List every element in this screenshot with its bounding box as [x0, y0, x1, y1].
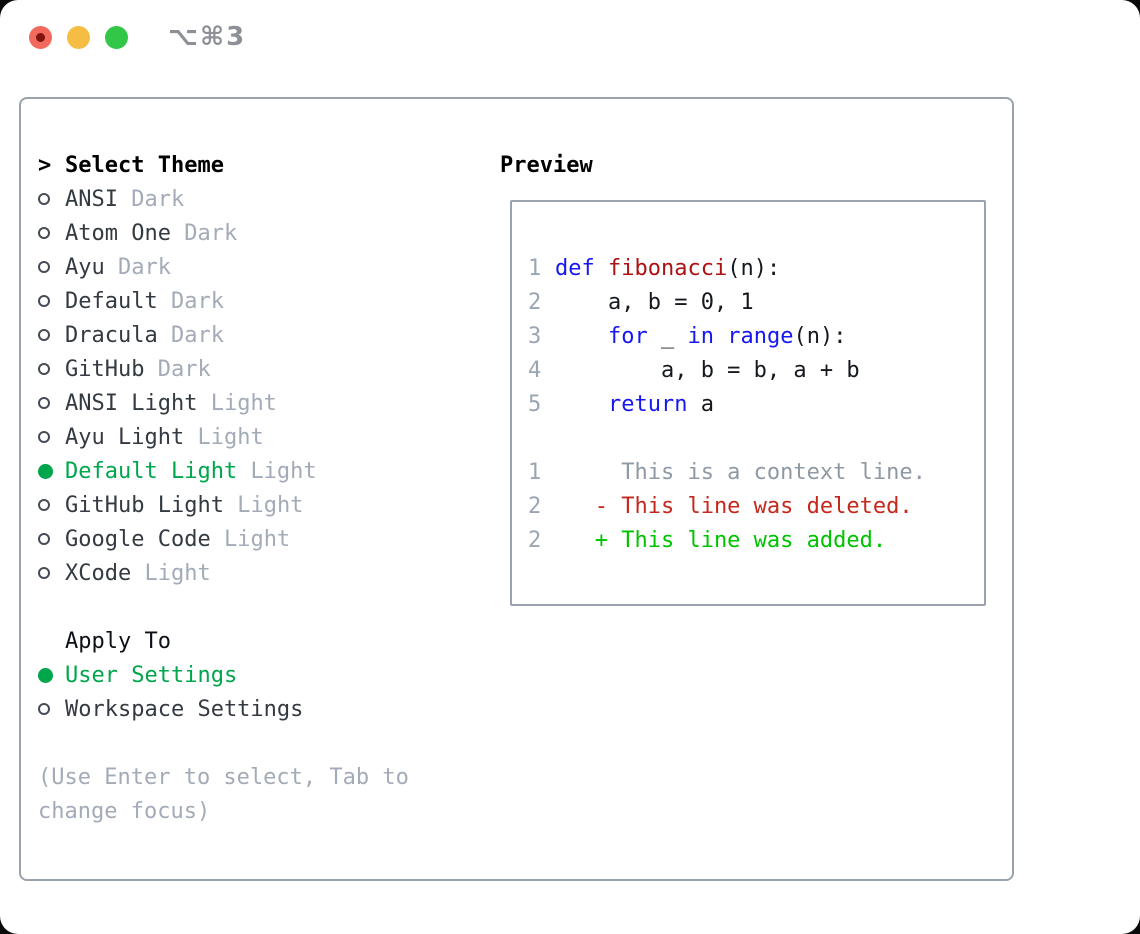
zoom-button[interactable] — [105, 26, 128, 49]
line-number: 5 — [528, 391, 542, 417]
radio-unselected-icon — [38, 703, 65, 715]
diff-context-line: 1 This is a context line. — [528, 459, 926, 485]
radio-unselected-icon — [38, 397, 65, 409]
apply-option-user-settings[interactable]: User Settings — [38, 658, 409, 692]
radio-unselected-icon — [38, 431, 65, 443]
diff-added-line: 2 + This line was added. — [528, 527, 887, 553]
radio-unselected-icon — [38, 363, 65, 375]
code-line: 3 for _ in range(n): — [528, 323, 847, 349]
window-shortcut-label: ⌥⌘3 — [168, 22, 247, 52]
selection-prompt-icon: > — [38, 152, 52, 178]
line-number: 2 — [528, 289, 542, 315]
radio-unselected-icon — [38, 499, 65, 511]
radio-unselected-icon — [38, 261, 65, 273]
theme-list: > Select Theme ANSI Dark Atom One Dark Ay… — [38, 148, 409, 828]
radio-unselected-icon — [38, 567, 65, 579]
line-number: 1 — [528, 459, 542, 485]
radio-unselected-icon — [38, 295, 65, 307]
theme-option-ansi-dark[interactable]: ANSI Dark — [38, 182, 409, 216]
apply-option-workspace-settings[interactable]: Workspace Settings — [38, 692, 409, 726]
theme-option-default-dark[interactable]: Default Dark — [38, 284, 409, 318]
line-number: 4 — [528, 357, 542, 383]
preview-heading: Preview — [500, 152, 593, 178]
theme-option-ansi-light[interactable]: ANSI Light Light — [38, 386, 409, 420]
theme-dialog-panel: > Select Theme ANSI Dark Atom One Dark Ay… — [19, 97, 1014, 881]
theme-option-github-light[interactable]: GitHub Light Light — [38, 488, 409, 522]
minimize-button[interactable] — [67, 26, 90, 49]
variant-label — [118, 187, 131, 212]
blank-line — [528, 421, 984, 455]
code-line: 5 return a — [528, 391, 714, 417]
theme-option-ayu-light[interactable]: Ayu Light Light — [38, 420, 409, 454]
theme-option-atom-one-dark[interactable]: Atom One Dark — [38, 216, 409, 250]
theme-option-ayu-dark[interactable]: Ayu Dark — [38, 250, 409, 284]
theme-option-google-code[interactable]: Google Code Light — [38, 522, 409, 556]
select-theme-heading: > Select Theme — [38, 148, 409, 182]
line-number: 1 — [528, 255, 542, 281]
heading-label: Select Theme — [65, 152, 224, 178]
code-line: 4 a, b = b, a + b — [528, 357, 860, 383]
radio-unselected-icon — [38, 193, 65, 205]
keyboard-hint-line1: (Use Enter to select, Tab to — [38, 764, 409, 790]
line-number: 2 — [528, 527, 542, 553]
spacer — [38, 590, 409, 624]
spacer — [38, 726, 409, 760]
keyboard-hint-line2: change focus) — [38, 798, 211, 824]
line-number: 2 — [528, 493, 542, 519]
theme-option-github-dark[interactable]: GitHub Dark — [38, 352, 409, 386]
titlebar: ⌥⌘3 — [0, 0, 1140, 75]
apply-to-heading: Apply To — [65, 628, 171, 654]
radio-unselected-icon — [38, 329, 65, 341]
radio-selected-icon — [38, 667, 65, 683]
code-line: 2 a, b = 0, 1 — [528, 289, 754, 315]
close-button[interactable] — [29, 26, 52, 49]
radio-selected-icon — [38, 463, 65, 479]
theme-option-dracula-dark[interactable]: Dracula Dark — [38, 318, 409, 352]
radio-unselected-icon — [38, 227, 65, 239]
diff-deleted-line: 2 - This line was deleted. — [528, 493, 913, 519]
theme-option-xcode[interactable]: XCode Light — [38, 556, 409, 590]
radio-unselected-icon — [38, 533, 65, 545]
theme-option-default-light-selected[interactable]: Default Light Light — [38, 454, 409, 488]
line-number: 3 — [528, 323, 542, 349]
